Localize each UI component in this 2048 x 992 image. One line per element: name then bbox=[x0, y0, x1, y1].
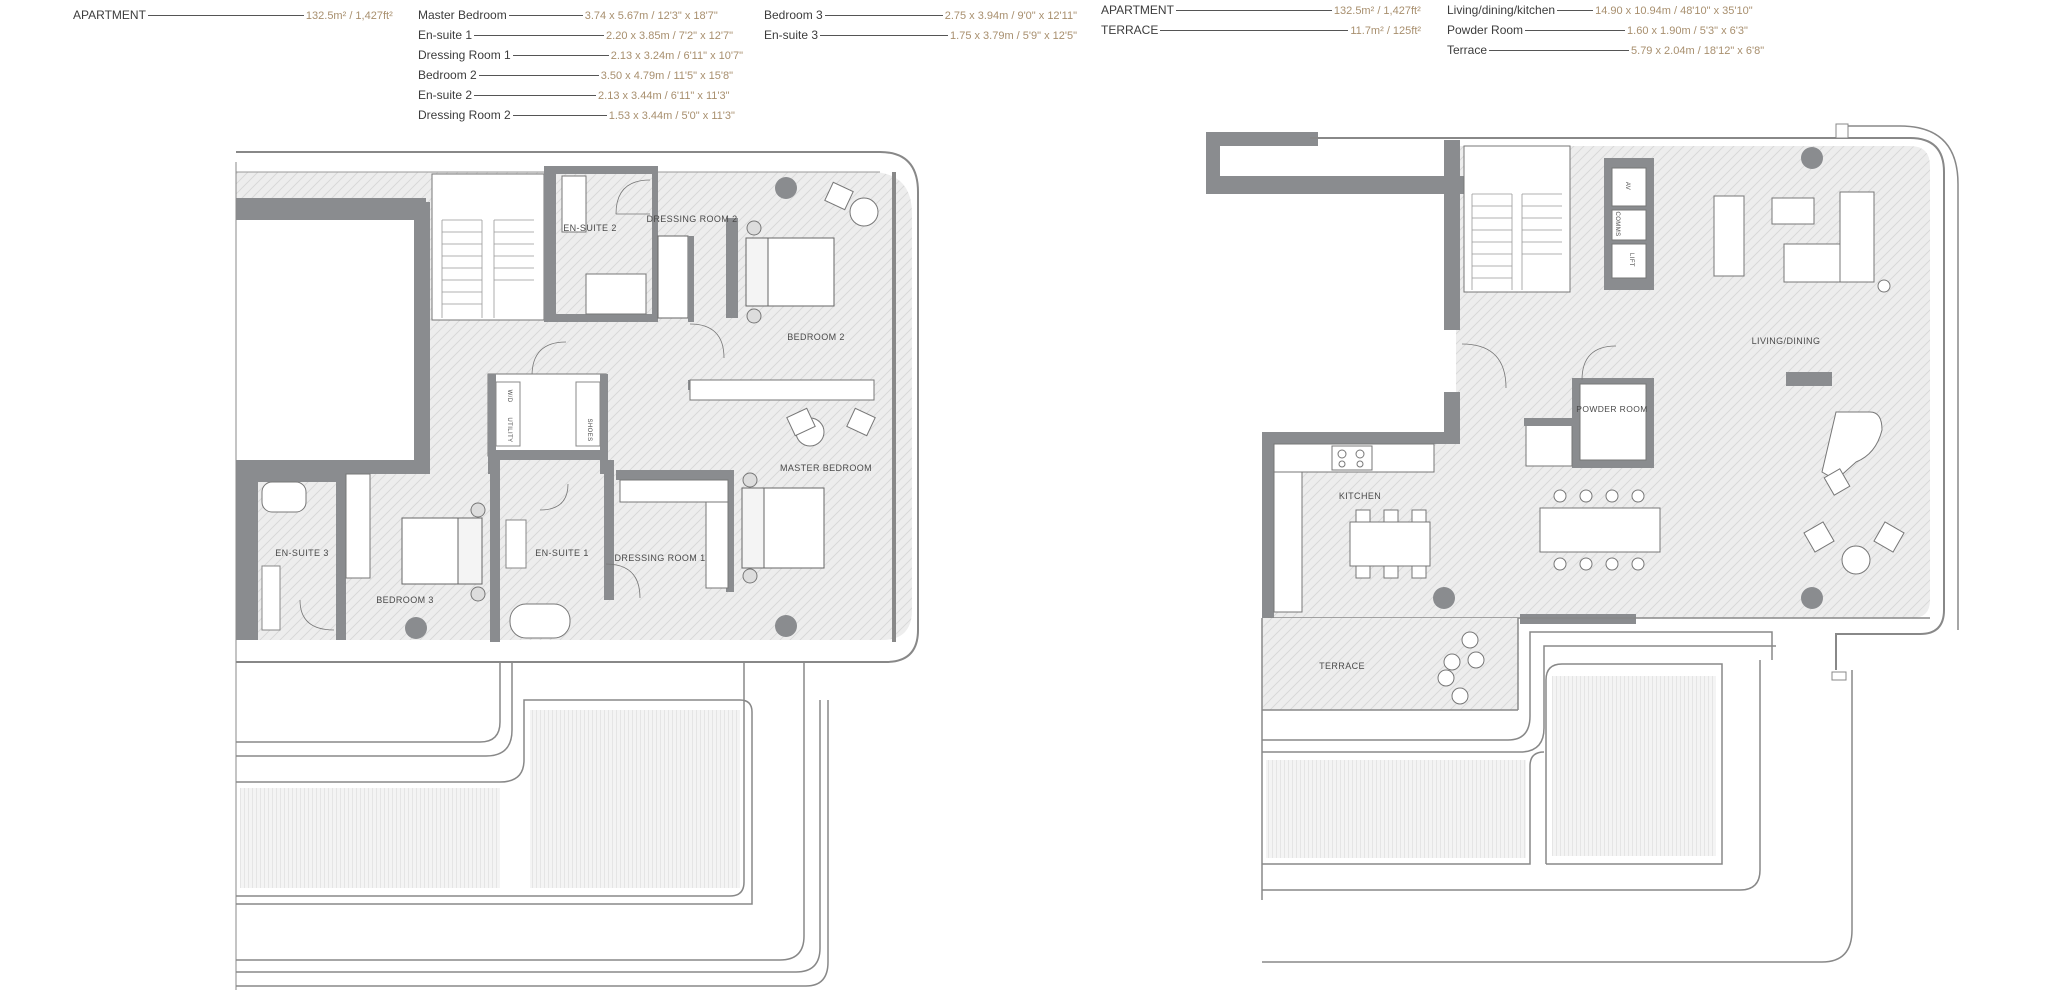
spec-label: APARTMENT bbox=[73, 8, 146, 22]
right-planter bbox=[1266, 760, 1526, 858]
room-label-dressing-room-2: DRESSING ROOM 2 bbox=[646, 214, 737, 224]
room-label-living-dining: LIVING/DINING bbox=[1752, 336, 1821, 346]
left-stair bbox=[431, 173, 545, 321]
spec-value: 3.74 x 5.67m / 12'3" x 18'7" bbox=[584, 10, 718, 22]
spec-label: Master Bedroom bbox=[418, 8, 507, 22]
right-planter bbox=[1552, 676, 1716, 856]
left-floor-plan: EN-SUITE 2 DRESSING ROOM 2 BEDROOM 2 MAS… bbox=[235, 151, 919, 990]
spec-label: Terrace bbox=[1447, 43, 1488, 57]
left-planter bbox=[240, 788, 500, 888]
left-balcony-edge bbox=[236, 151, 919, 663]
spec-value: 14.90 x 10.94m / 48'10" x 35'10" bbox=[1595, 5, 1753, 17]
left-planter bbox=[530, 710, 740, 888]
room-label-kitchen: KITCHEN bbox=[1339, 491, 1381, 501]
spec-table-rooms-b: Bedroom 3 2.75 x 3.94m / 9'0" x 12'11" En… bbox=[764, 5, 1077, 45]
spec-value: 5.79 x 2.04m / 18'12" x 6'8" bbox=[1631, 45, 1765, 57]
room-label-lift: LIFT bbox=[1628, 253, 1634, 267]
spec-label: Dressing Room 1 bbox=[418, 48, 511, 62]
room-label-bedroom-3: BEDROOM 3 bbox=[376, 595, 434, 605]
spec-value: 1.53 x 3.44m / 5'0" x 11'3" bbox=[608, 110, 735, 122]
spec-label: Living/dining/kitchen bbox=[1447, 3, 1556, 17]
spec-value: 3.50 x 4.79m / 11'5" x 15'8" bbox=[600, 70, 733, 82]
spec-label: Bedroom 2 bbox=[418, 68, 477, 82]
spec-value: 11.7m² / 125ft² bbox=[1350, 25, 1422, 37]
spec-value: 132.5m² / 1,427ft² bbox=[1333, 5, 1421, 17]
spec-label: Powder Room bbox=[1447, 23, 1524, 37]
room-label-comms: COMMS bbox=[1614, 212, 1620, 237]
spec-label: TERRACE bbox=[1101, 23, 1159, 37]
right-floor-plan: AV COMMS LIFT LIVING/DINING POWDER ROOM … bbox=[1206, 123, 1959, 963]
spec-table-area-right: APARTMENT 132.5m² / 1,427ft² TERRACE 11.7m… bbox=[1101, 0, 1421, 40]
spec-value: 132.5m² / 1,427ft² bbox=[305, 10, 393, 22]
right-stair bbox=[1463, 145, 1571, 293]
spec-value: 2.75 x 3.94m / 9'0" x 12'11" bbox=[944, 10, 1077, 22]
room-label-en-suite-1: EN-SUITE 1 bbox=[535, 548, 589, 558]
room-label-powder-room: POWDER ROOM bbox=[1576, 404, 1647, 414]
spec-value: 2.13 x 3.24m / 6'11" x 10'7" bbox=[610, 50, 743, 62]
spec-value: 2.20 x 3.85m / 7'2" x 12'7" bbox=[606, 30, 734, 42]
room-label-dressing-room-1: DRESSING ROOM 1 bbox=[614, 553, 705, 563]
spec-label: Dressing Room 2 bbox=[418, 108, 511, 122]
room-label-av: AV bbox=[1624, 182, 1630, 190]
room-label-utility: UTILITY bbox=[506, 417, 512, 442]
spec-label: APARTMENT bbox=[1101, 3, 1174, 17]
spec-value: 2.13 x 3.44m / 6'11" x 11'3" bbox=[598, 90, 730, 102]
dining-table bbox=[1539, 507, 1661, 553]
room-label-en-suite-3: EN-SUITE 3 bbox=[275, 548, 329, 558]
room-label-terrace: TERRACE bbox=[1319, 661, 1365, 671]
spec-value: 1.75 x 3.79m / 5'9" x 12'5" bbox=[950, 30, 1078, 42]
room-label-bedroom-2: BEDROOM 2 bbox=[787, 332, 845, 342]
room-label-en-suite-2: EN-SUITE 2 bbox=[563, 223, 617, 233]
spec-table-rooms-right: Living/dining/kitchen 14.90 x 10.94m / 48… bbox=[1447, 0, 1764, 60]
spec-label: En-suite 3 bbox=[764, 28, 819, 42]
spec-label: En-suite 1 bbox=[418, 28, 473, 42]
spec-label: En-suite 2 bbox=[418, 88, 473, 102]
spec-table-rooms-a: Master Bedroom 3.74 x 5.67m / 12'3" x 18'… bbox=[418, 5, 743, 125]
room-label-shoes: SHOES bbox=[586, 418, 592, 441]
room-label-master-bedroom: MASTER BEDROOM bbox=[780, 463, 872, 473]
spec-label: Bedroom 3 bbox=[764, 8, 823, 22]
spec-value: 1.60 x 1.90m / 5'3" x 6'3" bbox=[1627, 25, 1748, 37]
room-label-wd: W/D bbox=[506, 390, 512, 403]
spec-apartment-left: APARTMENT 132.5m² / 1,427ft² bbox=[73, 5, 393, 25]
